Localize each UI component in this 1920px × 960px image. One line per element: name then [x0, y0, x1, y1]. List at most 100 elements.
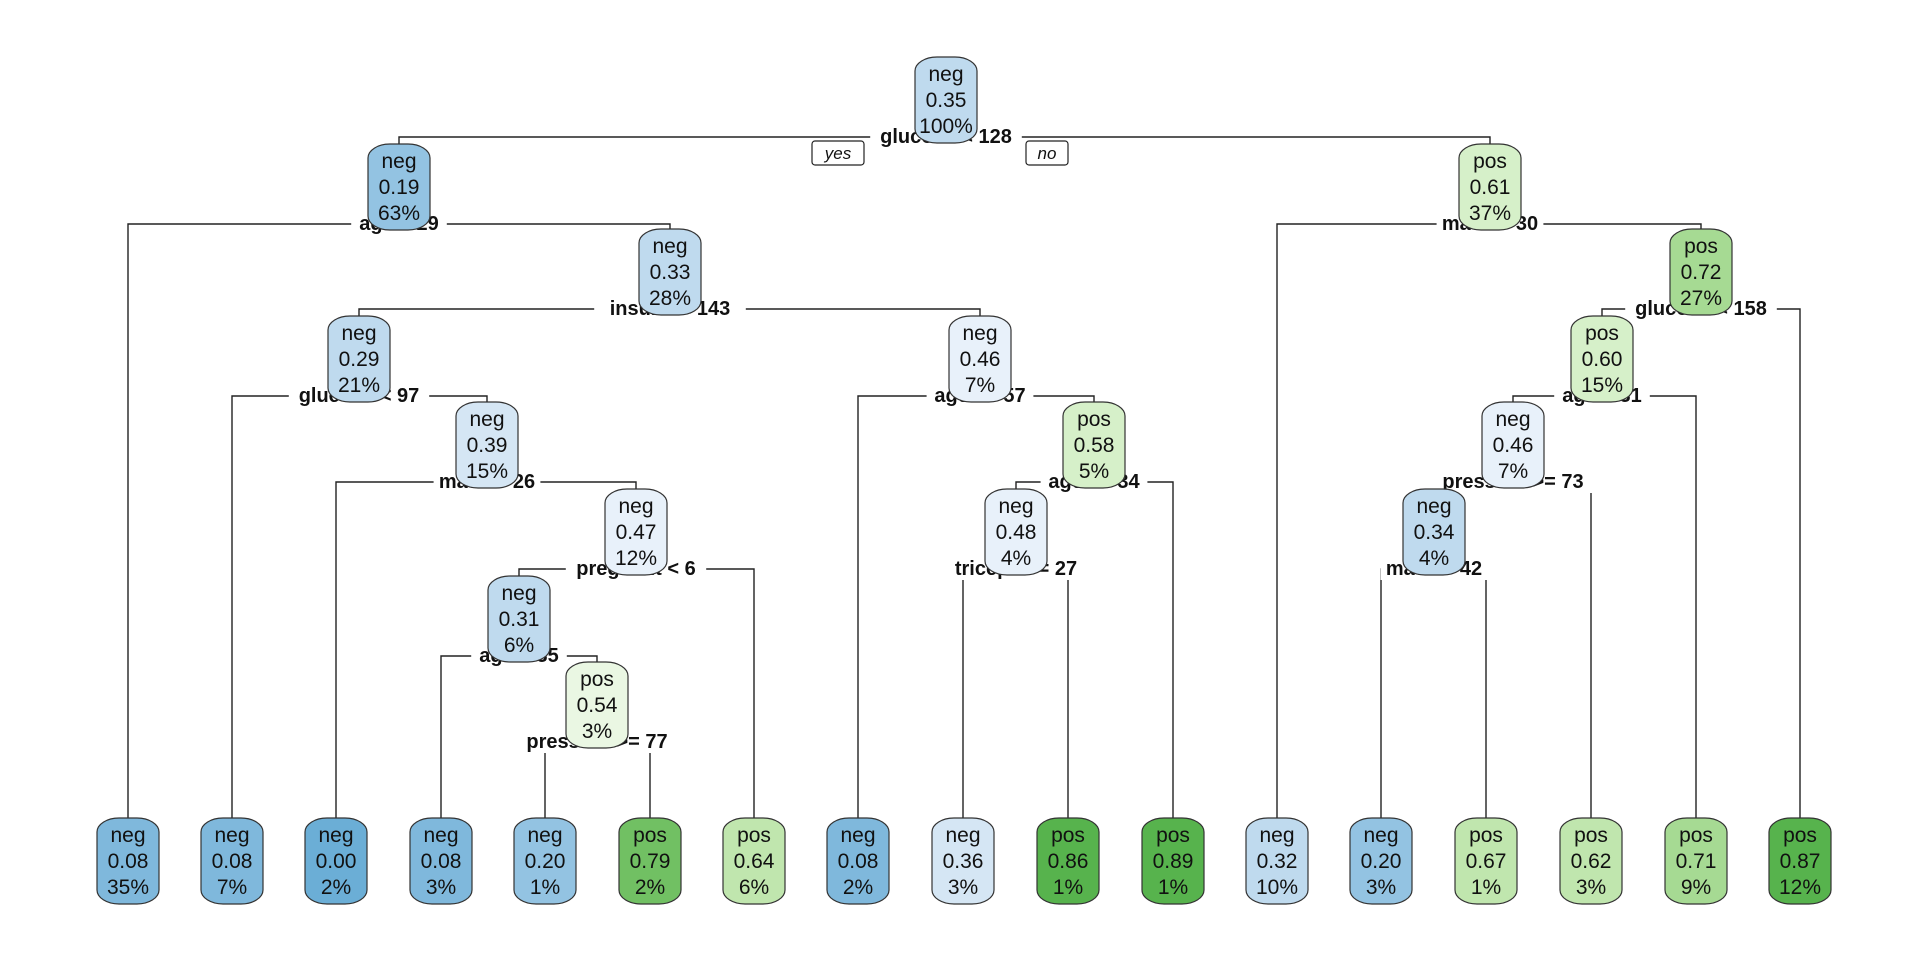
tree-edge — [670, 308, 981, 316]
node-prob-text: 0.31 — [499, 608, 540, 631]
node-prob-text: 0.64 — [734, 850, 775, 873]
node-box — [367, 143, 431, 231]
node-box — [722, 817, 786, 905]
node-prob-text: 0.60 — [1582, 348, 1623, 371]
node-prob-text: 0.08 — [421, 850, 462, 873]
node-class-text: pos — [633, 824, 667, 847]
node-class-text: neg — [214, 824, 249, 847]
node-prob-text: 0.32 — [1257, 850, 1298, 873]
no-label: no — [1025, 140, 1069, 166]
tree-edge — [127, 223, 399, 818]
node-prob-text: 0.62 — [1571, 850, 1612, 873]
node-box — [914, 56, 978, 144]
node-pct-text: 21% — [338, 374, 380, 397]
node-box — [1559, 817, 1623, 905]
node-box — [604, 488, 668, 576]
node-box — [1669, 228, 1733, 316]
node-prob-text: 0.54 — [577, 694, 618, 717]
node-box — [1768, 817, 1832, 905]
node-box — [409, 817, 473, 905]
node-class-text: pos — [1077, 408, 1111, 431]
no-label-text: no — [1038, 144, 1057, 163]
node-pct-text: 9% — [1681, 876, 1711, 899]
node-class-text: neg — [501, 582, 536, 605]
node-class-text: neg — [618, 495, 653, 518]
tree-edge — [636, 568, 755, 818]
node-prob-text: 0.08 — [838, 850, 879, 873]
node-pct-text: 7% — [965, 374, 995, 397]
node-prob-text: 0.71 — [1676, 850, 1717, 873]
tree-edge — [398, 136, 946, 144]
tree-edge — [1434, 568, 1487, 818]
node-box — [1062, 401, 1126, 489]
node-class-text: pos — [737, 824, 771, 847]
node-pct-text: 1% — [530, 876, 560, 899]
tree-edge — [1513, 481, 1592, 818]
node-box — [1141, 817, 1205, 905]
tree-edge — [544, 741, 597, 818]
node-pct-text: 63% — [378, 202, 420, 225]
node-class-text: neg — [652, 235, 687, 258]
node-pct-text: 2% — [843, 876, 873, 899]
node-class-text: neg — [341, 322, 376, 345]
node-prob-text: 0.35 — [926, 89, 967, 112]
node-pct-text: 6% — [739, 876, 769, 899]
node-pct-text: 37% — [1469, 202, 1511, 225]
node-box — [826, 817, 890, 905]
node-class-text: neg — [469, 408, 504, 431]
tree-edge — [1490, 223, 1702, 229]
node-prob-text: 0.58 — [1074, 434, 1115, 457]
node-prob-text: 0.46 — [1493, 434, 1534, 457]
node-pct-text: 3% — [1576, 876, 1606, 899]
node-class-text: pos — [1473, 150, 1507, 173]
node-class-text: pos — [1469, 824, 1503, 847]
node-prob-text: 0.87 — [1780, 850, 1821, 873]
tree-node-n14: pos 0.60 15% — [1570, 315, 1634, 403]
tree-edge — [946, 136, 1491, 144]
node-box — [1402, 488, 1466, 576]
node-class-text: neg — [318, 824, 353, 847]
node-prob-text: 0.36 — [943, 850, 984, 873]
tree-edge — [1094, 481, 1174, 818]
node-pct-text: 6% — [504, 634, 534, 657]
tree-edge — [597, 741, 651, 818]
node-prob-text: 0.61 — [1470, 176, 1511, 199]
node-class-text: neg — [840, 824, 875, 847]
node-box — [931, 817, 995, 905]
node-box — [1454, 817, 1518, 905]
node-box — [200, 817, 264, 905]
node-pct-text: 28% — [649, 287, 691, 310]
node-pct-text: 15% — [1581, 374, 1623, 397]
node-prob-text: 0.79 — [630, 850, 671, 873]
node-prob-text: 0.20 — [525, 850, 566, 873]
node-prob-text: 0.67 — [1466, 850, 1507, 873]
tree-edge — [1016, 568, 1069, 818]
node-class-text: pos — [1585, 322, 1619, 345]
node-class-text: pos — [1684, 235, 1718, 258]
node-pct-text: 7% — [217, 876, 247, 899]
node-box — [948, 315, 1012, 403]
node-class-text: pos — [1051, 824, 1085, 847]
node-class-text: neg — [1259, 824, 1294, 847]
node-prob-text: 0.39 — [467, 434, 508, 457]
node-prob-text: 0.29 — [339, 348, 380, 371]
tree-edge — [440, 655, 519, 818]
node-pct-text: 1% — [1158, 876, 1188, 899]
node-pct-text: 3% — [426, 876, 456, 899]
node-pct-text: 4% — [1419, 547, 1449, 570]
tree-node-n10: neg 0.29 21% — [327, 315, 391, 403]
node-pct-text: 100% — [919, 115, 973, 138]
